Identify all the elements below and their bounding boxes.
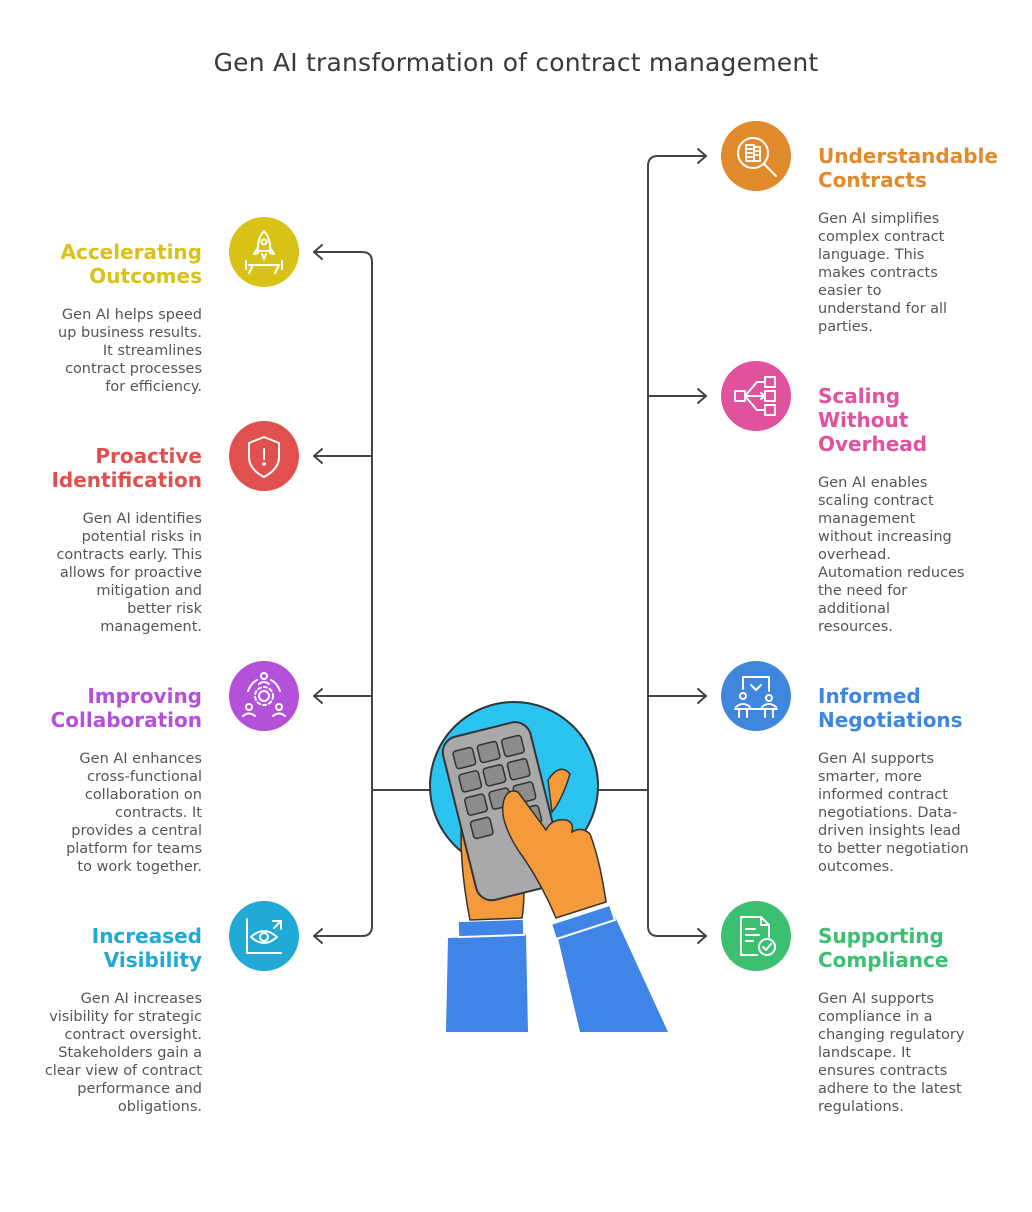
hand-calculator-illustration	[429, 701, 668, 1032]
item-heading: Increased Visibility	[91, 924, 202, 972]
rocket-icon	[229, 217, 299, 287]
negotiation-icon	[721, 661, 791, 731]
item-heading: Informed Negotiations	[818, 684, 963, 732]
item-supporting-compliance: Supporting Compliance Gen AI supports co…	[818, 924, 964, 1116]
item-description: Gen AI enhances cross-functional collabo…	[66, 751, 202, 875]
item-description: Gen AI simplifies complex contract langu…	[818, 211, 948, 335]
item-heading: Scaling Without Overhead	[818, 384, 928, 456]
item-description: Gen AI supports smarter, more informed c…	[818, 751, 969, 875]
item-understandable-contracts: Understandable Contracts Gen AI simplifi…	[818, 144, 998, 336]
item-description: Gen AI identifies potential risks in con…	[56, 511, 202, 635]
item-description: Gen AI supports compliance in a changing…	[818, 991, 965, 1115]
item-proactive-identification: Proactive Identification Gen AI identifi…	[51, 444, 202, 636]
network-icon	[721, 361, 791, 431]
item-improving-collaboration: Improving Collaboration Gen AI enhances …	[51, 684, 202, 876]
item-heading: Proactive Identification	[51, 444, 202, 492]
diagram-title: Gen AI transformation of contract manage…	[213, 48, 819, 77]
item-increased-visibility: Increased Visibility Gen AI increases vi…	[45, 924, 202, 1116]
document-search-icon	[721, 121, 791, 191]
item-accelerating-outcomes: Accelerating Outcomes Gen AI helps speed…	[58, 240, 202, 396]
item-description: Gen AI helps speed up business results. …	[58, 307, 202, 395]
team-gear-icon	[229, 661, 299, 731]
item-heading: Accelerating Outcomes	[60, 240, 202, 288]
right-connectors	[591, 148, 707, 944]
item-heading: Supporting Compliance	[818, 924, 949, 972]
eye-icon	[229, 901, 299, 971]
document-check-icon	[721, 901, 791, 971]
item-heading: Improving Collaboration	[50, 684, 202, 732]
shield-alert-icon	[229, 421, 299, 491]
item-scaling-without-overhead: Scaling Without Overhead Gen AI enables …	[818, 384, 964, 636]
item-description: Gen AI increases visibility for strategi…	[44, 991, 202, 1115]
item-informed-negotiations: Informed Negotiations Gen AI supports sm…	[818, 684, 969, 876]
item-description: Gen AI enables scaling contract manageme…	[818, 475, 965, 635]
left-connectors	[313, 244, 437, 944]
item-heading: Understandable Contracts	[818, 144, 998, 192]
